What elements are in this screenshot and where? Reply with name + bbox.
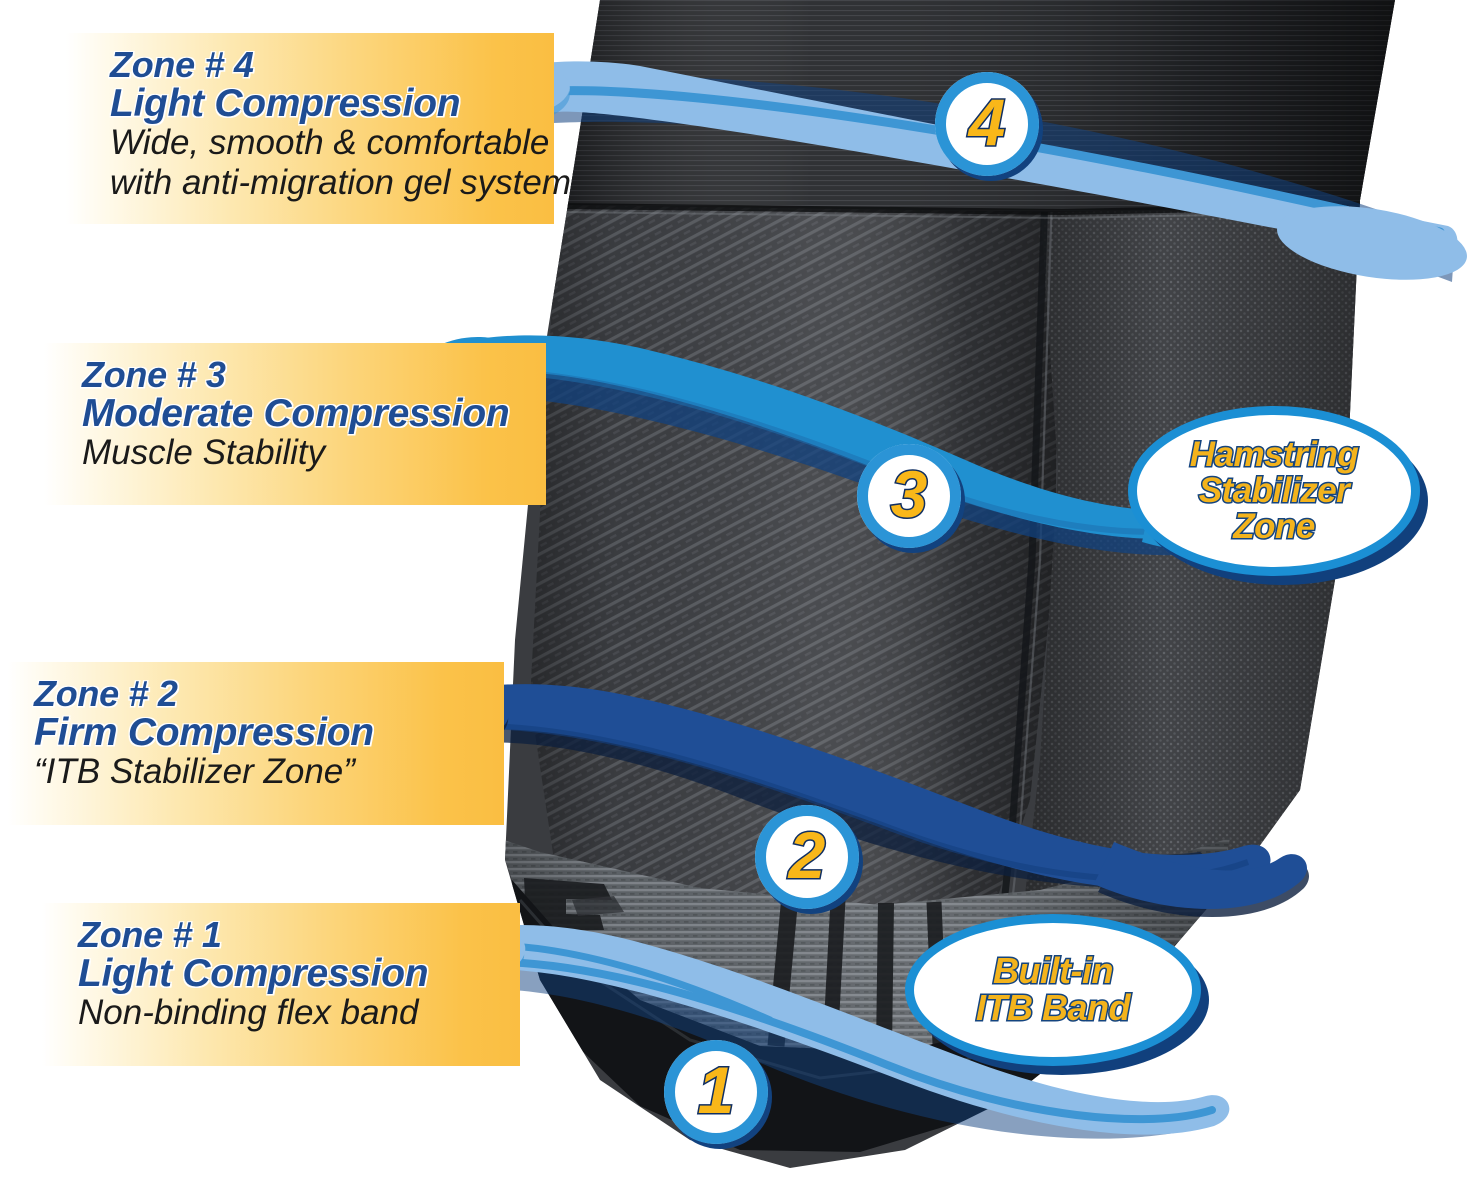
- zone-2-description-line-1: “ITB Stabilizer Zone”: [34, 752, 355, 792]
- zone-2-compression: Firm Compression: [34, 710, 374, 754]
- zone-3-number-marker[interactable]: 3: [857, 444, 961, 548]
- zone-2-title: Zone # 2: [34, 673, 178, 714]
- zone-1-compression: Light Compression: [78, 951, 429, 995]
- hamstring-badge-line-3: Zone: [1232, 506, 1317, 546]
- zone-1-description-line-1: Non-binding flex band: [78, 993, 419, 1033]
- zone-3-compression: Moderate Compression: [82, 391, 510, 435]
- hamstring-badge-line-1: Hamstring: [1188, 435, 1360, 475]
- zone-4-number-marker[interactable]: 4: [935, 72, 1039, 176]
- zone-4-title: Zone # 4: [110, 44, 254, 85]
- zone-3-number: 3: [889, 457, 929, 531]
- zone-3-marker-ring: [857, 444, 961, 548]
- zone-4-description-line-1: Wide, smooth & comfortable: [110, 123, 550, 163]
- zone-2-label-block: Zone # 2 Firm Compression “ITB Stabilize…: [8, 662, 504, 825]
- zone-1-marker-ring: [664, 1040, 768, 1144]
- zone-3-title: Zone # 3: [82, 354, 226, 395]
- zone-4-number: 4: [967, 85, 1007, 159]
- itb-badge-line-2: ITB Band: [975, 987, 1133, 1028]
- zone-3-description-line-1: Muscle Stability: [82, 433, 326, 473]
- zone-4-description-line-2: with anti-migration gel system: [110, 162, 571, 202]
- hamstring-stabilizer-zone-badge[interactable]: Hamstring Stabilizer Zone: [1128, 406, 1420, 576]
- zone-2-number: 2: [787, 818, 827, 892]
- itb-badge-oval: [905, 914, 1201, 1066]
- hamstring-badge-line-2: Stabilizer: [1197, 471, 1351, 511]
- zone-4-marker-ring: [935, 72, 1039, 176]
- zone-3-label-block: Zone # 3 Moderate Compression Muscle Sta…: [44, 343, 546, 505]
- zone-2-marker-ring: [755, 805, 859, 909]
- zone-1-label-block: Zone # 1 Light Compression Non-binding f…: [42, 903, 520, 1066]
- zone-4-compression: Light Compression: [110, 81, 461, 125]
- itb-badge-line-1: Built-in: [992, 950, 1115, 992]
- zone-1-number: 1: [696, 1053, 736, 1127]
- built-in-itb-band-badge[interactable]: Built-in ITB Band: [905, 914, 1201, 1066]
- zone-4-label-block: Zone # 4 Light Compression Wide, smooth …: [66, 33, 571, 224]
- zone-2-number-marker[interactable]: 2: [755, 805, 859, 909]
- zone-1-number-marker[interactable]: 1: [664, 1040, 768, 1144]
- hamstring-badge-oval: [1128, 406, 1420, 576]
- zone-1-title: Zone # 1: [78, 914, 222, 955]
